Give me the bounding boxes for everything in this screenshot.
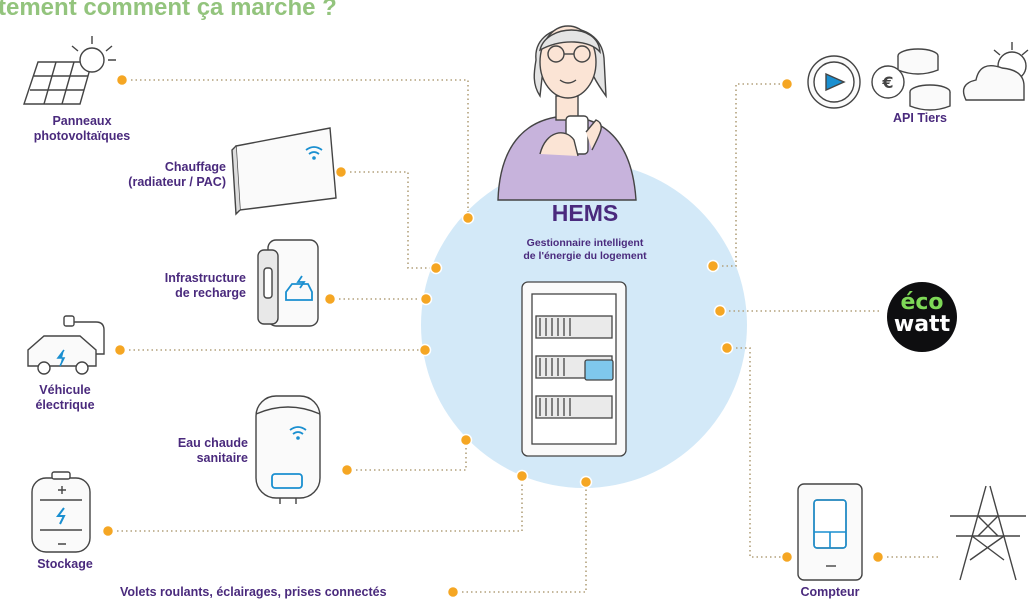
hems-subtitle: Gestionnaire intelligent de l'énergie du… bbox=[523, 237, 647, 262]
ecowatt-logo-line2: watt bbox=[893, 312, 951, 337]
dot bbox=[446, 585, 460, 599]
dot bbox=[780, 550, 794, 564]
dot bbox=[334, 165, 348, 179]
coins-icon: € bbox=[871, 48, 951, 111]
label-solar-panels: Panneaux photovoltaïques bbox=[33, 114, 131, 143]
ecowatt-logo-line1: éco bbox=[900, 290, 944, 315]
connector-heating bbox=[341, 171, 436, 269]
dot bbox=[706, 259, 720, 273]
dot bbox=[579, 475, 593, 489]
person-icon bbox=[497, 25, 637, 201]
hems-title: HEMS bbox=[551, 200, 619, 226]
connector-api bbox=[713, 83, 787, 267]
dot bbox=[419, 292, 433, 306]
label-connected-devices: Volets roulants, éclairages, prises conn… bbox=[120, 585, 387, 599]
water-heater-icon bbox=[255, 395, 321, 504]
solar-panel-icon bbox=[23, 36, 116, 105]
label-hot-water: Eau chaude sanitaire bbox=[177, 436, 248, 465]
page-title: tement comment ça marche ? bbox=[0, 0, 337, 21]
electrical-panel-icon bbox=[521, 281, 627, 457]
dot bbox=[113, 343, 127, 357]
dot bbox=[323, 292, 337, 306]
connector-lines bbox=[108, 79, 940, 593]
cloud-sun-icon bbox=[962, 42, 1029, 101]
dot bbox=[461, 211, 475, 225]
dot bbox=[871, 550, 885, 564]
dot bbox=[418, 343, 432, 357]
dot bbox=[340, 463, 354, 477]
radiator-icon bbox=[231, 127, 337, 216]
clock-icon bbox=[807, 55, 861, 109]
ecowatt-logo: éco watt bbox=[887, 282, 957, 352]
battery-storage-icon bbox=[31, 471, 91, 553]
electric-car-icon bbox=[27, 315, 105, 375]
dot bbox=[459, 433, 473, 447]
label-storage: Stockage bbox=[37, 557, 93, 571]
dot bbox=[429, 261, 443, 275]
dot bbox=[780, 77, 794, 91]
connector-storage bbox=[108, 476, 523, 532]
label-heating: Chauffage (radiateur / PAC) bbox=[128, 160, 226, 189]
connector-solar bbox=[122, 79, 469, 218]
electricity-pylon-icon bbox=[950, 485, 1026, 581]
meter-icon bbox=[797, 483, 863, 581]
svg-text:€: € bbox=[881, 73, 893, 92]
connector-dots bbox=[101, 73, 885, 599]
connector-meter bbox=[727, 347, 787, 558]
ev-charger-icon bbox=[257, 239, 319, 327]
dot bbox=[115, 73, 129, 87]
dot bbox=[515, 469, 529, 483]
connector-connected bbox=[453, 482, 587, 593]
dot bbox=[101, 524, 115, 538]
label-api: API Tiers bbox=[893, 111, 947, 125]
dot bbox=[720, 341, 734, 355]
connector-water bbox=[347, 440, 467, 471]
label-meter: Compteur bbox=[800, 585, 860, 599]
label-electric-vehicle: Véhicule électrique bbox=[35, 383, 95, 412]
dot bbox=[713, 304, 727, 318]
label-charging-infrastructure: Infrastructure de recharge bbox=[164, 271, 246, 300]
